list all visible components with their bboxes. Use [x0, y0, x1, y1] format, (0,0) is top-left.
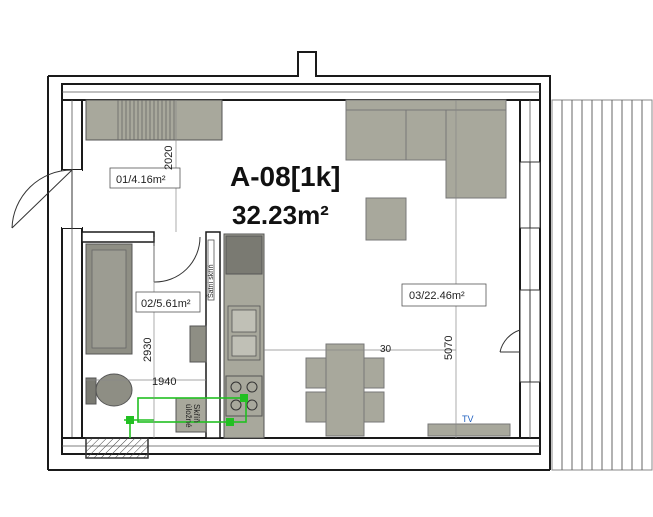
room-label-living: 03/22.46m²	[401, 283, 487, 307]
hall-wardrobe	[85, 99, 223, 141]
tv-stand	[427, 423, 511, 437]
sofa	[345, 99, 507, 199]
svg-text:01/4.16m²: 01/4.16m²	[116, 174, 166, 186]
balcony	[551, 99, 653, 471]
washbasin	[189, 325, 207, 363]
dining-set	[305, 343, 385, 437]
kitchen-counter	[223, 233, 265, 439]
dim-room-depth: 5070	[443, 336, 455, 360]
bath-door[interactable]	[153, 236, 201, 283]
shaft	[85, 437, 149, 459]
window-right	[519, 161, 541, 383]
dim-hall-height: 2020	[163, 146, 175, 170]
wardrobe-label-strip	[207, 239, 215, 301]
toilet	[85, 373, 133, 407]
svg-text:03/22.46m²: 03/22.46m²	[409, 290, 465, 302]
apartment-code: A-08[1k]	[230, 161, 340, 192]
bathtub	[85, 243, 133, 355]
dimension-lines	[86, 100, 457, 438]
svg-text:02/5.61m²: 02/5.61m²	[141, 298, 191, 310]
plumbing-points	[126, 394, 248, 426]
dim-small: 30	[380, 344, 392, 355]
storage-cabinet	[175, 397, 207, 433]
balcony-door[interactable]	[499, 329, 521, 353]
dim-bath-width: 1940	[152, 376, 176, 388]
dim-bath-height: 2930	[142, 338, 154, 362]
svg-text:Skříň: Skříň	[192, 404, 201, 423]
entry-door[interactable]	[11, 169, 82, 229]
coffee-table	[365, 197, 407, 241]
svg-text:úložné: úložné	[184, 404, 193, 428]
tv-label: TV	[462, 414, 474, 424]
apartment-area: 32.23m²	[232, 200, 329, 230]
storage-label: Skříň úložné	[184, 404, 201, 428]
wardrobe-vertical-text: Šatní skříň	[206, 264, 215, 298]
outer-wall-top	[48, 51, 551, 470]
wall-bath-top	[81, 231, 155, 243]
room-label-bath: 02/5.61m²	[135, 291, 201, 313]
room-label-hall: 01/4.16m²	[109, 167, 181, 189]
